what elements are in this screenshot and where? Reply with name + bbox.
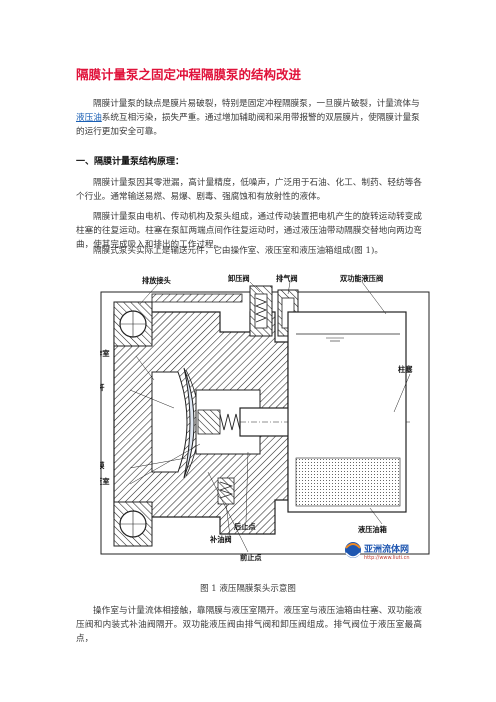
intro-line2: 系统互相污染，损失严重。通过增加辅助阀和采用带报警的双层膜片，使隔膜计量泵 (101, 113, 420, 123)
label-operating-chamber: 操作室 (100, 349, 110, 358)
label-plunger: 柱塞 (398, 365, 413, 374)
label-back-stop: 后止点 (234, 522, 256, 531)
figure-caption: 图 1 液压隔膜泵头示意图 (200, 584, 296, 594)
paragraph-applications: 隔膜计量泵因其零泄漏，高计量精度，低噪声，广泛用于石油、化工、制药、轻纺等各个行… (76, 178, 422, 202)
section-heading: 一、隔膜计量泵结构原理： (76, 157, 185, 167)
intro-paragraph: 隔膜计量泵的缺点是膜片易破裂，特别是固定冲程隔膜泵，一旦膜片破裂，计量流体与液压… (76, 97, 422, 139)
label-vent-valve: 排气阀 (276, 274, 298, 283)
logo-url: http://www.liuti.cn (364, 555, 410, 561)
paragraph-structure: 隔膜式泵头实际上是输送元件，它由操作室、液压室和液压油箱组成(图 1)。 (93, 246, 383, 256)
oil-fill (295, 457, 401, 507)
paragraph-chambers: 操作室与计量流体相接触，靠隔膜与液压室隔开。液压室与液压油箱由柱塞、双功能液压阀… (76, 606, 422, 644)
label-exhaust-joint: 排放接头 (142, 276, 171, 285)
label-diaphragm: 隔膜 (100, 461, 105, 470)
paragraph-working: 隔膜计量泵由电机、传动机构及泵头组成，通过传动装置把电机产生的旋转运动转变成柱塞… (76, 212, 422, 250)
page-title: 隔膜计量泵之固定冲程隔膜泵的结构改进 (76, 67, 302, 82)
label-front-stop: 前止点 (240, 553, 262, 562)
intro-line1: 隔膜计量泵的缺点是膜片易破裂，特别是固定冲程隔膜泵，一旦膜片破裂，计量流体与 (93, 99, 420, 109)
operating-chamber-cavity (151, 371, 188, 473)
label-refill-valve: 补油阀 (209, 535, 232, 544)
label-oil-tank: 液压油箱 (358, 525, 387, 534)
exhaust-pipe (151, 293, 243, 303)
logo-name: 亚洲流体网 (364, 543, 409, 555)
label-hydraulic-chamber: 液压室 (100, 477, 110, 486)
pump-head-diagram: 排放接头 卸压阀 排气阀 双功能液压阀 柱塞 操作室 推杆 隔膜 液压室 后止点… (100, 274, 430, 562)
hydraulic-oil-link[interactable]: 液压油 (76, 113, 102, 123)
site-logo: 亚洲流体网 http://www.liuti.cn (345, 542, 410, 561)
label-dual-valve: 双功能液压阀 (340, 274, 383, 283)
diaphragm (183, 367, 195, 479)
intro-line3: 的运行更加安全可靠。 (76, 127, 162, 137)
label-unload-valve: 卸压阀 (228, 274, 250, 283)
label-push-rod: 推杆 (100, 383, 105, 392)
